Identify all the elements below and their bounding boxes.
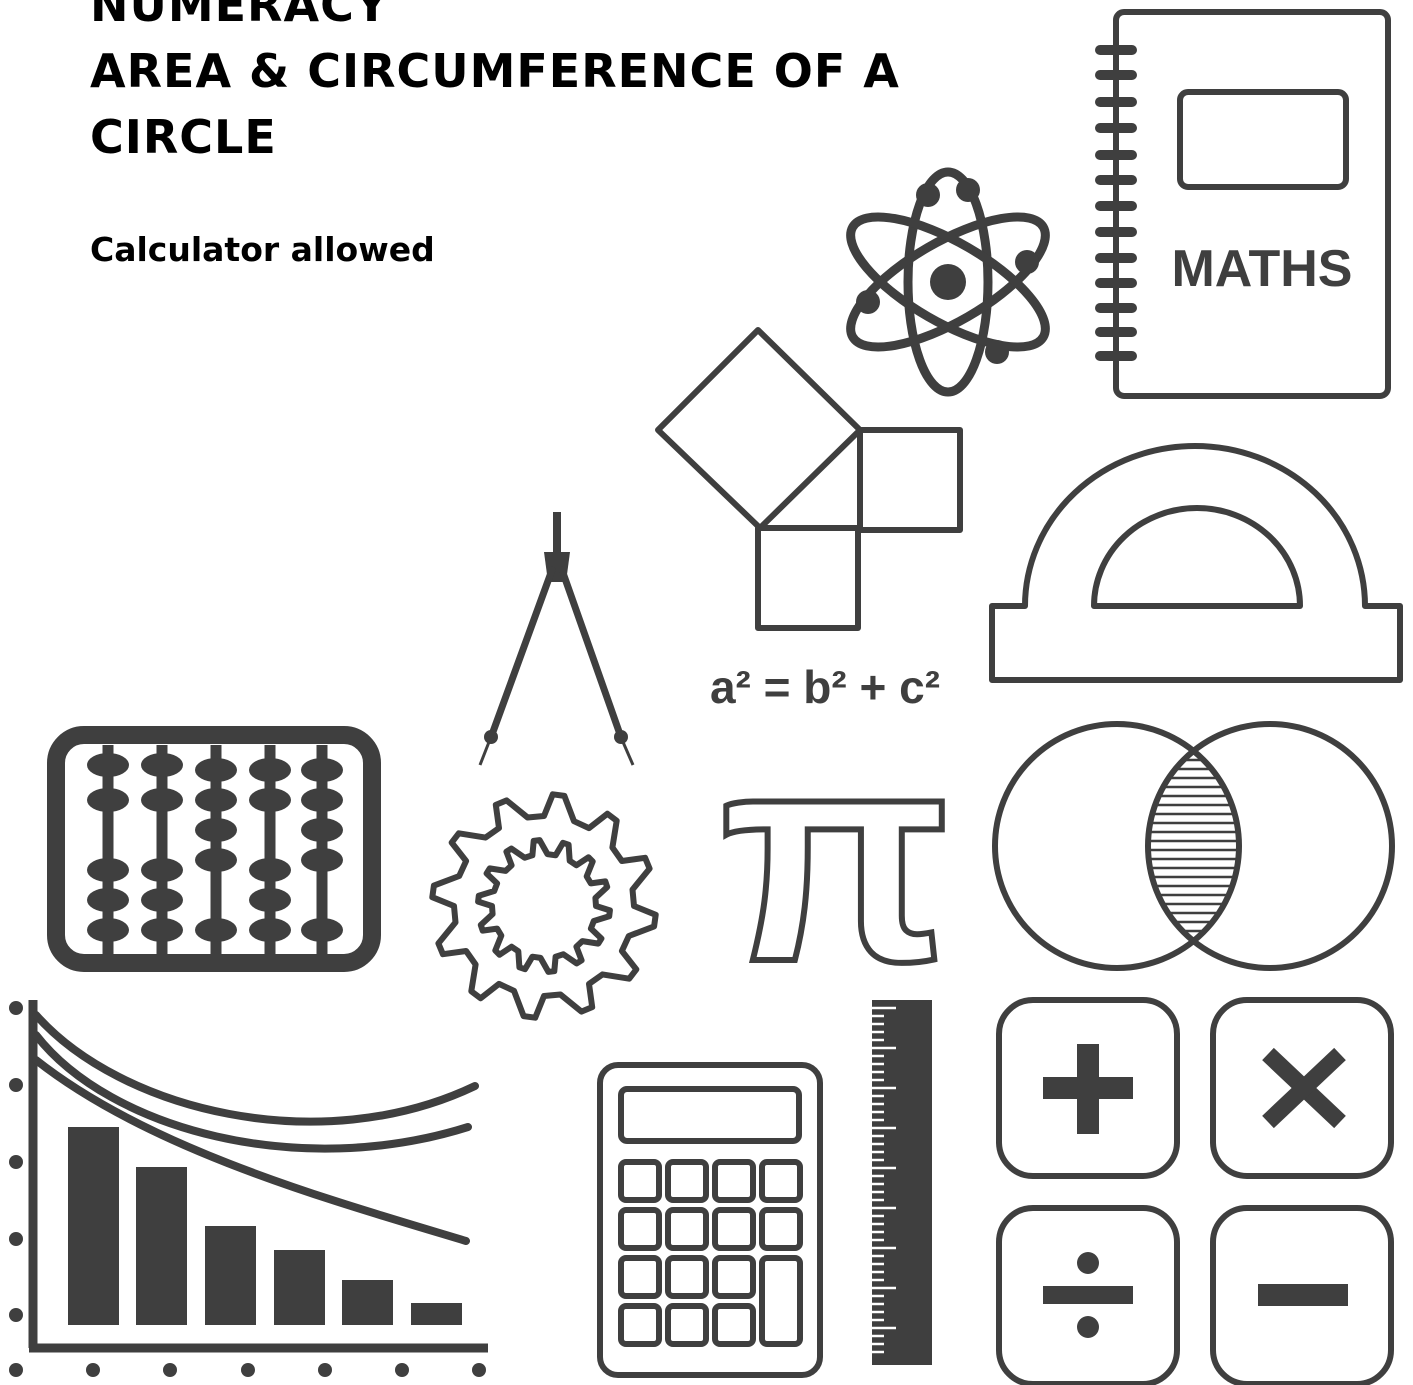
abacus-bead [249, 858, 291, 882]
calculator-key [759, 1207, 803, 1251]
abacus-bead [301, 918, 343, 942]
abacus-bead [195, 918, 237, 942]
calculator-key [712, 1303, 756, 1347]
abacus-icon [47, 726, 381, 972]
abacus-bead [87, 753, 129, 777]
abacus-bead [141, 858, 183, 882]
calculator-key [618, 1255, 662, 1299]
calculator-key [618, 1159, 662, 1203]
abacus-bead [249, 788, 291, 812]
title-line-1: NUMERACY [90, 0, 390, 32]
calculator-key [712, 1255, 756, 1299]
calculator-key-large [759, 1255, 803, 1347]
abacus-bead [249, 918, 291, 942]
abacus-bead [87, 888, 129, 912]
calculator-key [618, 1207, 662, 1251]
plus-icon [996, 997, 1180, 1179]
calculator-key [665, 1159, 709, 1203]
title-block: NUMERACY AREA & CIRCUMFERENCE OF A CIRCL… [90, 0, 900, 170]
abacus-bead [301, 818, 343, 842]
gear-icon [429, 791, 659, 1021]
subtitle: Calculator allowed [90, 230, 435, 269]
calculator-key [712, 1207, 756, 1251]
calculator-key [665, 1207, 709, 1251]
pythagoras-formula: a² = b² + c² [710, 661, 940, 713]
calculator-key [665, 1303, 709, 1347]
abacus-bead [195, 848, 237, 872]
calculator-icon [597, 1062, 823, 1378]
calculator-key [618, 1303, 662, 1347]
abacus-bead [87, 788, 129, 812]
title-line-2: AREA & CIRCUMFERENCE OF A [90, 44, 900, 98]
atom-particles [856, 178, 1039, 364]
abacus-bead [141, 788, 183, 812]
bar-chart-icon [9, 1000, 488, 1377]
calculator-key [665, 1255, 709, 1299]
maths-notebook-icon [1095, 9, 1391, 399]
pi-icon: π [720, 688, 950, 1024]
calculator-key [759, 1159, 803, 1203]
abacus-bead [195, 758, 237, 782]
ruler-icon [872, 1000, 932, 1365]
title-line-3: CIRCLE [90, 110, 277, 164]
abacus-bead [87, 918, 129, 942]
abacus-bead [141, 888, 183, 912]
notebook-label: MATHS [1171, 240, 1352, 298]
protractor-icon [989, 443, 1403, 683]
abacus-bead [301, 758, 343, 782]
atom-icon [846, 167, 1050, 397]
times-icon [1210, 997, 1394, 1179]
abacus-bead [249, 888, 291, 912]
pythagoras-squares-icon [655, 327, 963, 631]
abacus-bead [87, 858, 129, 882]
abacus-bead [301, 788, 343, 812]
divide-icon [996, 1205, 1180, 1385]
abacus-bead [141, 753, 183, 777]
abacus-bead [195, 818, 237, 842]
abacus-bead [195, 788, 237, 812]
abacus-bead [249, 758, 291, 782]
calculator-key [712, 1159, 756, 1203]
compass-icon [478, 512, 635, 766]
minus-icon [1210, 1205, 1394, 1385]
abacus-bead [301, 848, 343, 872]
abacus-bead [141, 918, 183, 942]
venn-diagram-icon [992, 721, 1395, 971]
